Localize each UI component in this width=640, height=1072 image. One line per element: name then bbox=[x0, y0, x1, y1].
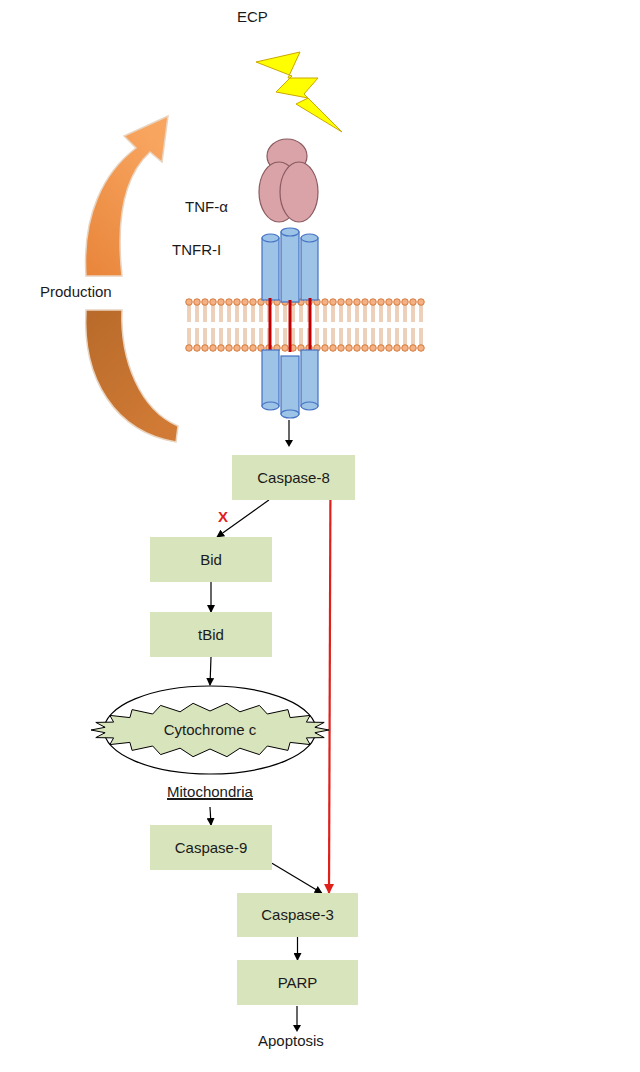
production-arrow-down bbox=[86, 310, 178, 442]
signal-arrowhead bbox=[285, 440, 293, 447]
protein-box: tBid bbox=[150, 612, 272, 657]
receptor-label: TNFR-I bbox=[172, 241, 221, 259]
node-label: Caspase-8 bbox=[257, 469, 330, 487]
protein-box: Bid bbox=[150, 537, 272, 582]
transmembrane-segments bbox=[270, 298, 310, 352]
stimulus-label: ECP bbox=[237, 8, 268, 26]
process-label: Production bbox=[38, 283, 114, 301]
pathway-arrow bbox=[210, 657, 211, 685]
lightning-bolt bbox=[256, 52, 342, 132]
pathway-arrow bbox=[272, 863, 322, 893]
node-label: tBid bbox=[198, 626, 224, 644]
ligand-label: TNF-α bbox=[185, 198, 228, 216]
node-label: PARP bbox=[278, 974, 318, 992]
outcome-label: Apoptosis bbox=[258, 1032, 324, 1050]
apoptosis-arrow bbox=[296, 1006, 297, 1025]
node-label: Bid bbox=[200, 551, 222, 569]
tnf-alpha-trimer bbox=[259, 139, 318, 222]
node-label: Cytochrome c bbox=[90, 721, 330, 739]
block-mark: X bbox=[218, 508, 228, 526]
production-arrow-up bbox=[86, 116, 168, 276]
pathway-arrow bbox=[210, 582, 211, 612]
tnfr-intracellular bbox=[262, 350, 318, 418]
direct-pathway-arrow bbox=[329, 500, 330, 893]
membrane-outer-leaflet bbox=[185, 298, 425, 324]
protein-box: PARP bbox=[237, 960, 358, 1005]
membrane-inner-leaflet bbox=[185, 326, 425, 352]
mitochondrion: MitochondriaCytochrome c bbox=[103, 685, 317, 807]
pathway-arrow bbox=[217, 500, 269, 537]
tnfr-receptor bbox=[262, 228, 318, 302]
caspase-box: Caspase-9 bbox=[150, 825, 272, 870]
organelle-label: Mitochondria bbox=[103, 783, 317, 801]
caspase-box: Caspase-3 bbox=[237, 893, 358, 937]
caspase-box: Caspase-8 bbox=[232, 455, 355, 500]
node-label: Caspase-3 bbox=[261, 906, 334, 924]
signal-arrow bbox=[288, 420, 289, 440]
node-label: Caspase-9 bbox=[175, 839, 248, 857]
apoptosis-arrowhead bbox=[293, 1025, 301, 1032]
pathway-arrow bbox=[297, 937, 298, 960]
pathway-arrow bbox=[210, 807, 211, 825]
cytochrome-burst: Cytochrome c bbox=[90, 702, 330, 758]
